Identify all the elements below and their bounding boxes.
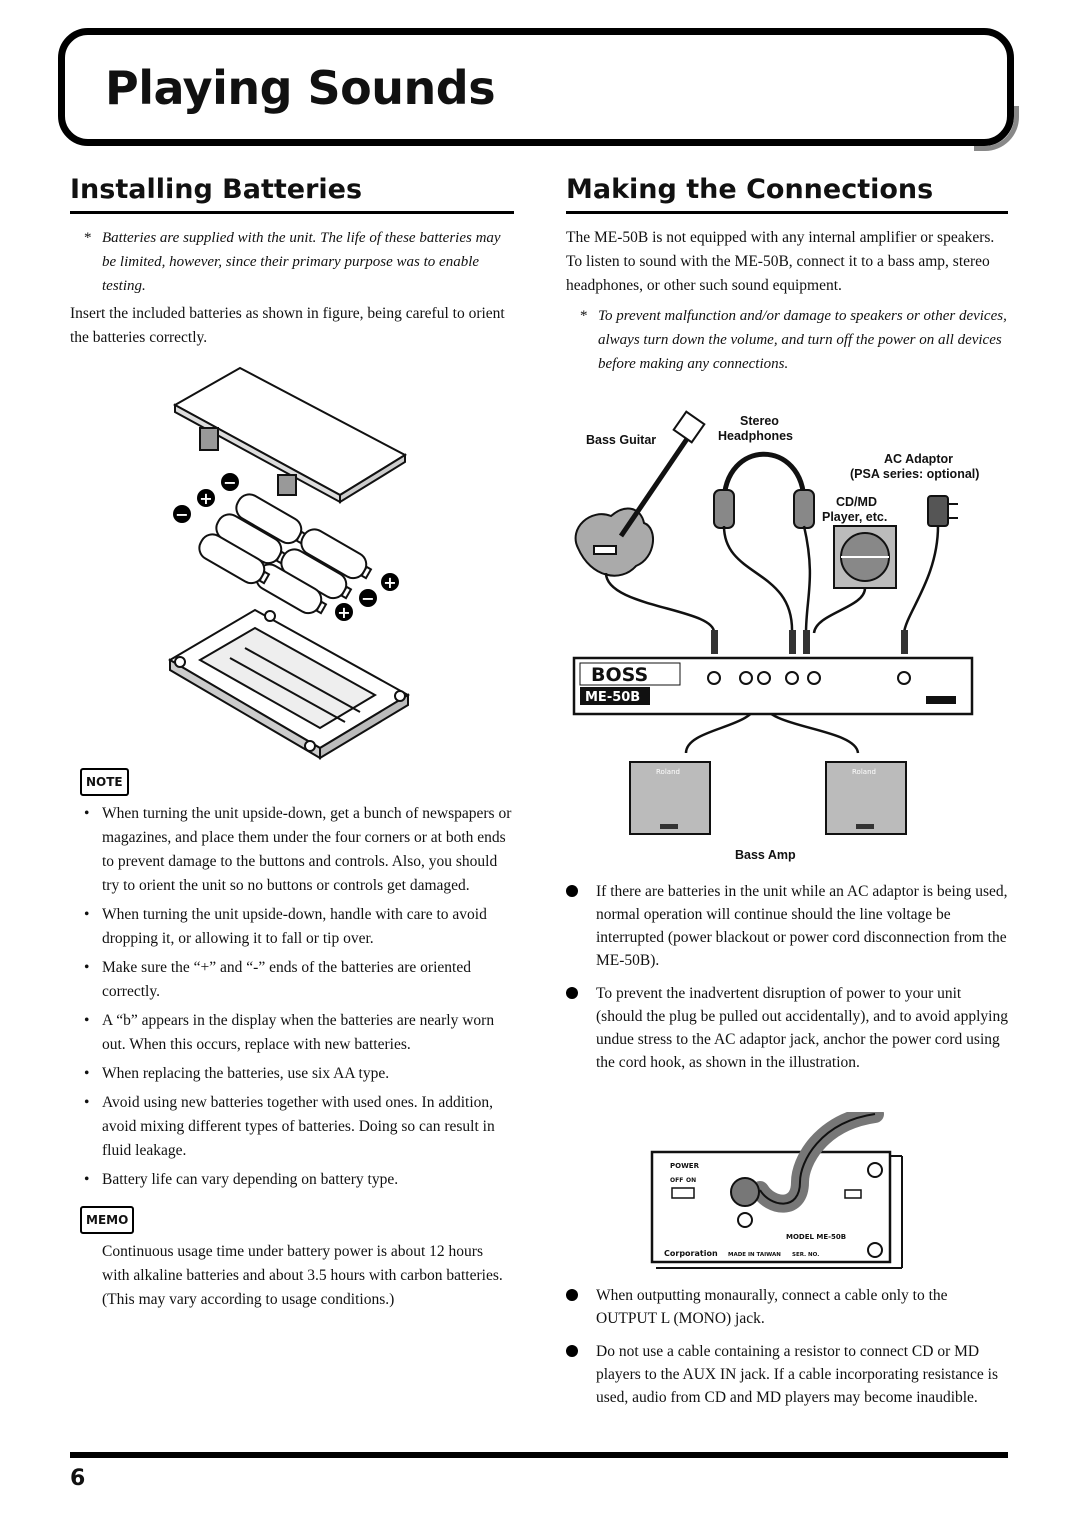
battery-notes-list: •When turning the unit upside-down, get … xyxy=(70,802,514,1192)
list-item: •Make sure the “+” and “-” ends of the b… xyxy=(84,959,471,1000)
list-item: Do not use a cable containing a resistor… xyxy=(566,1340,1008,1409)
hook-power-label: POWER xyxy=(670,1162,700,1170)
label-psa: (PSA series: optional) xyxy=(850,467,980,481)
battery-installation-illustration: − + − + − + xyxy=(168,366,410,760)
list-item: •When replacing the batteries, use six A… xyxy=(84,1065,390,1082)
amp-brand-left: Roland xyxy=(656,768,680,776)
memo-text-1: Continuous usage time under battery powe… xyxy=(102,1243,503,1284)
page-title: Playing Sounds xyxy=(105,61,496,115)
label-player: Player, etc. xyxy=(822,510,888,524)
me-50b-unit-rear: BOSS ME-50B xyxy=(572,656,974,716)
memo-tag: MEMO xyxy=(80,1206,135,1234)
hook-on-label: ON xyxy=(686,1177,696,1184)
aa-batteries xyxy=(198,493,373,615)
label-stereo: Stereo xyxy=(740,414,779,428)
svg-text:+: + xyxy=(383,573,396,592)
list-item: When outputting monaurally, connect a ca… xyxy=(566,1284,1008,1330)
connections-text: The ME-50B is not equipped with any inte… xyxy=(566,226,1008,376)
list-item: •A “b” appears in the display when the b… xyxy=(84,1012,495,1053)
unit-bottom-tray xyxy=(168,608,410,760)
installing-batteries-text: *Batteries are supplied with the unit. T… xyxy=(70,226,514,356)
battery-cover xyxy=(172,366,408,504)
battery-intro: Insert the included batteries as shown i… xyxy=(70,305,505,346)
connections-intro: The ME-50B is not equipped with any inte… xyxy=(566,229,995,294)
label-ac-adaptor: AC Adaptor xyxy=(884,452,953,466)
memo-text-2: (This may vary according to usage condit… xyxy=(102,1291,395,1308)
cord-hook-illustration: POWER OFF ON MODEL ME-50B Corporation MA… xyxy=(650,1112,903,1269)
installing-batteries-heading: Installing Batteries xyxy=(70,174,514,214)
headphones-icon xyxy=(713,451,815,529)
connections-star-note: *To prevent malfunction and/or damage to… xyxy=(580,308,1007,372)
hook-made-in-label: MADE IN TAIWAN xyxy=(728,1252,781,1258)
battery-star-note: *Batteries are supplied with the unit. T… xyxy=(84,230,501,294)
model-logo: ME-50B xyxy=(585,690,640,705)
hook-off-label: OFF xyxy=(670,1177,683,1184)
brand-logo: BOSS xyxy=(591,664,648,686)
title-box: Playing Sounds xyxy=(58,28,1019,151)
bass-amp-left-icon: Roland xyxy=(629,761,711,835)
label-headphones: Headphones xyxy=(718,429,794,443)
hook-ser-label: SER. NO. xyxy=(792,1252,819,1258)
cable-plugs xyxy=(711,630,908,654)
list-item: •Avoid using new batteries together with… xyxy=(84,1094,495,1159)
page-number: 6 xyxy=(70,1466,86,1491)
hook-model-label: MODEL ME-50B xyxy=(786,1233,846,1241)
svg-text:−: − xyxy=(175,505,188,524)
ac-adaptor-icon xyxy=(927,495,958,527)
list-item: To prevent the inadvertent disruption of… xyxy=(566,982,1008,1074)
label-cdmd: CD/MD xyxy=(836,495,877,509)
battery-notes-section: NOTE •When turning the unit upside-down,… xyxy=(70,768,514,1312)
list-item: •When turning the unit upside-down, hand… xyxy=(84,906,487,947)
label-bass-amp: Bass Amp xyxy=(735,848,796,862)
svg-text:+: + xyxy=(337,603,350,622)
connections-bullets-a: If there are batteries in the unit while… xyxy=(566,880,1008,1084)
connection-diagram: BOSS ME-50B Roland Roland xyxy=(572,410,974,835)
svg-text:−: − xyxy=(223,473,236,492)
polarity-markers: − + − + − + xyxy=(173,473,399,622)
list-item: If there are batteries in the unit while… xyxy=(566,880,1008,972)
svg-text:−: − xyxy=(361,589,374,608)
cd-md-player-icon xyxy=(833,525,897,589)
bass-amp-right-icon: Roland xyxy=(825,761,907,835)
note-tag: NOTE xyxy=(80,768,129,796)
connections-bullets-b: When outputting monaurally, connect a ca… xyxy=(566,1284,1008,1419)
making-connections-heading: Making the Connections xyxy=(566,174,1008,214)
list-item: •When turning the unit upside-down, get … xyxy=(84,805,512,894)
label-bass-guitar: Bass Guitar xyxy=(586,433,657,447)
list-item: •Battery life can vary depending on batt… xyxy=(84,1171,399,1188)
footer-rule xyxy=(70,1452,1008,1458)
bass-guitar-icon xyxy=(574,410,706,577)
hook-corporation-label: Corporation xyxy=(664,1249,718,1258)
amp-brand-right: Roland xyxy=(852,768,876,776)
svg-text:+: + xyxy=(199,489,212,508)
